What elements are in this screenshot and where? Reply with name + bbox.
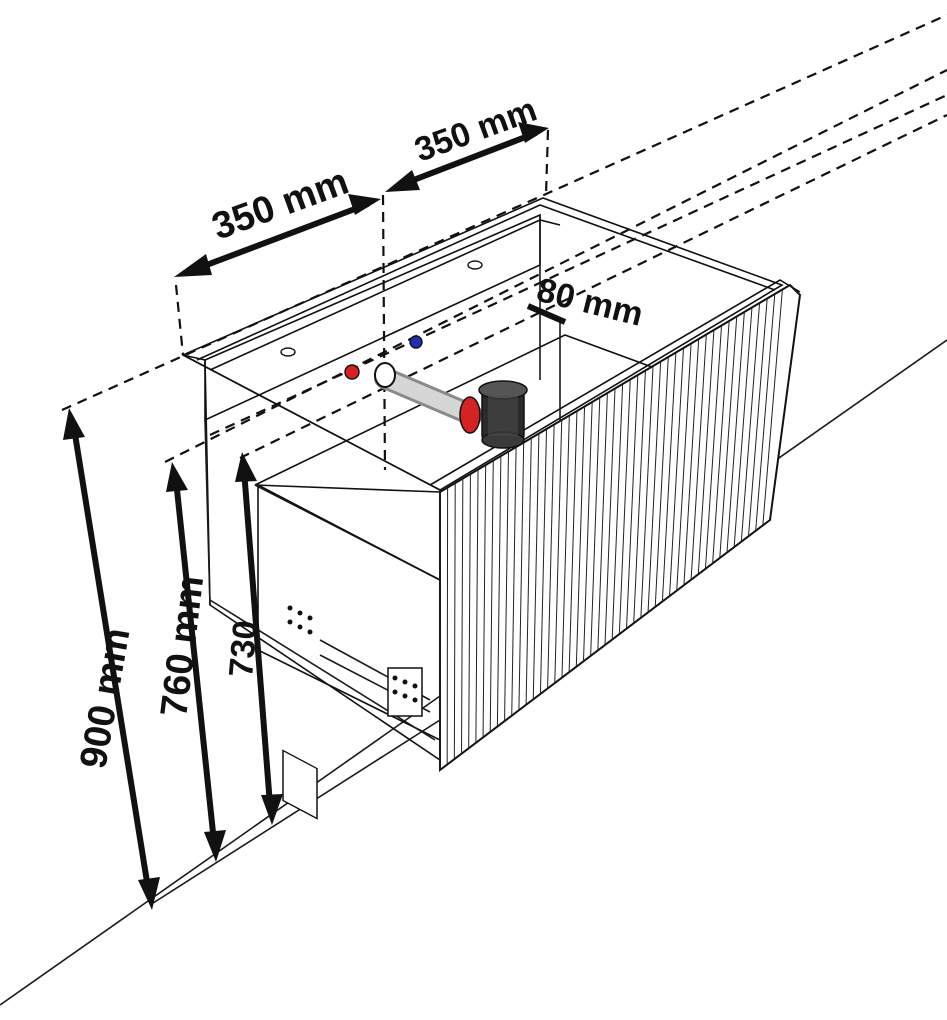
flute-line: [762, 289, 783, 526]
drawer-slide-dots-left: [287, 605, 313, 635]
flute-line: [704, 325, 723, 569]
flute-line: [647, 361, 662, 613]
flute-line: [482, 464, 487, 738]
width-dimension-right: 350 mm: [385, 90, 549, 192]
flute-line: [554, 419, 563, 684]
flute-line: [604, 388, 616, 646]
flute-line: [733, 307, 753, 548]
flute-line: [525, 437, 532, 705]
flute-line: [712, 320, 730, 564]
siphon-trap: [459, 380, 528, 449]
height-dimension-middle: 760 mm: [153, 462, 226, 862]
flute-line: [697, 329, 715, 575]
flute-line: [453, 482, 456, 760]
flute-line: [747, 298, 768, 537]
flute-line: [568, 410, 578, 673]
flute-line: [755, 293, 776, 531]
flute-line: [504, 451, 509, 722]
flute-line: [561, 415, 570, 678]
fluted-front-panel: [429, 279, 802, 773]
flute-line: [726, 311, 745, 553]
flute-line: [475, 469, 479, 743]
height-middle-label: 760 mm: [153, 573, 212, 719]
flute-line: [676, 343, 692, 591]
flute-line: [633, 370, 646, 624]
flute-line: [740, 302, 761, 542]
mounting-peg-left: [280, 347, 296, 357]
flute-line: [468, 473, 471, 749]
flute-line: [590, 397, 601, 656]
depth-offset-label: 80 mm: [533, 271, 647, 334]
flute-line: [669, 347, 684, 597]
height-dimension-total: 900 mm: [63, 408, 160, 910]
flute-line: [575, 406, 586, 667]
flute-line: [690, 334, 707, 580]
drawer-slide-bracket-right: [387, 667, 423, 717]
flute-line: [654, 356, 669, 607]
flute-line: [597, 392, 608, 651]
height-dimension-lower: 730: [222, 452, 283, 825]
flute-line: [518, 442, 525, 711]
flute-line: [547, 424, 555, 689]
flute-lines: [439, 289, 783, 770]
hot-water-connector: [344, 364, 360, 380]
flute-line: [461, 478, 464, 754]
flute-line: [661, 352, 677, 602]
flute-line: [640, 365, 654, 618]
flute-line: [489, 460, 494, 732]
flute-line: [683, 338, 700, 586]
drawer-slide-bracket-left: [282, 749, 318, 820]
flute-line: [532, 433, 540, 700]
mounting-peg-right: [467, 260, 483, 270]
flute-line: [582, 401, 593, 662]
width-dimension-left: 350 mm: [174, 161, 381, 277]
flute-line: [511, 446, 517, 716]
flute-line: [618, 379, 631, 635]
flute-line: [719, 316, 738, 559]
flute-line: [611, 383, 624, 640]
flute-line: [539, 428, 548, 694]
height-lower-label: 730: [222, 619, 265, 679]
cold-water-connector: [409, 335, 423, 349]
depth-offset-dimension: 80 mm: [526, 271, 647, 334]
plumbing: [344, 335, 528, 449]
waste-pipe-outlet: [374, 362, 396, 388]
flute-line: [626, 374, 639, 629]
flute-line: [496, 455, 502, 727]
